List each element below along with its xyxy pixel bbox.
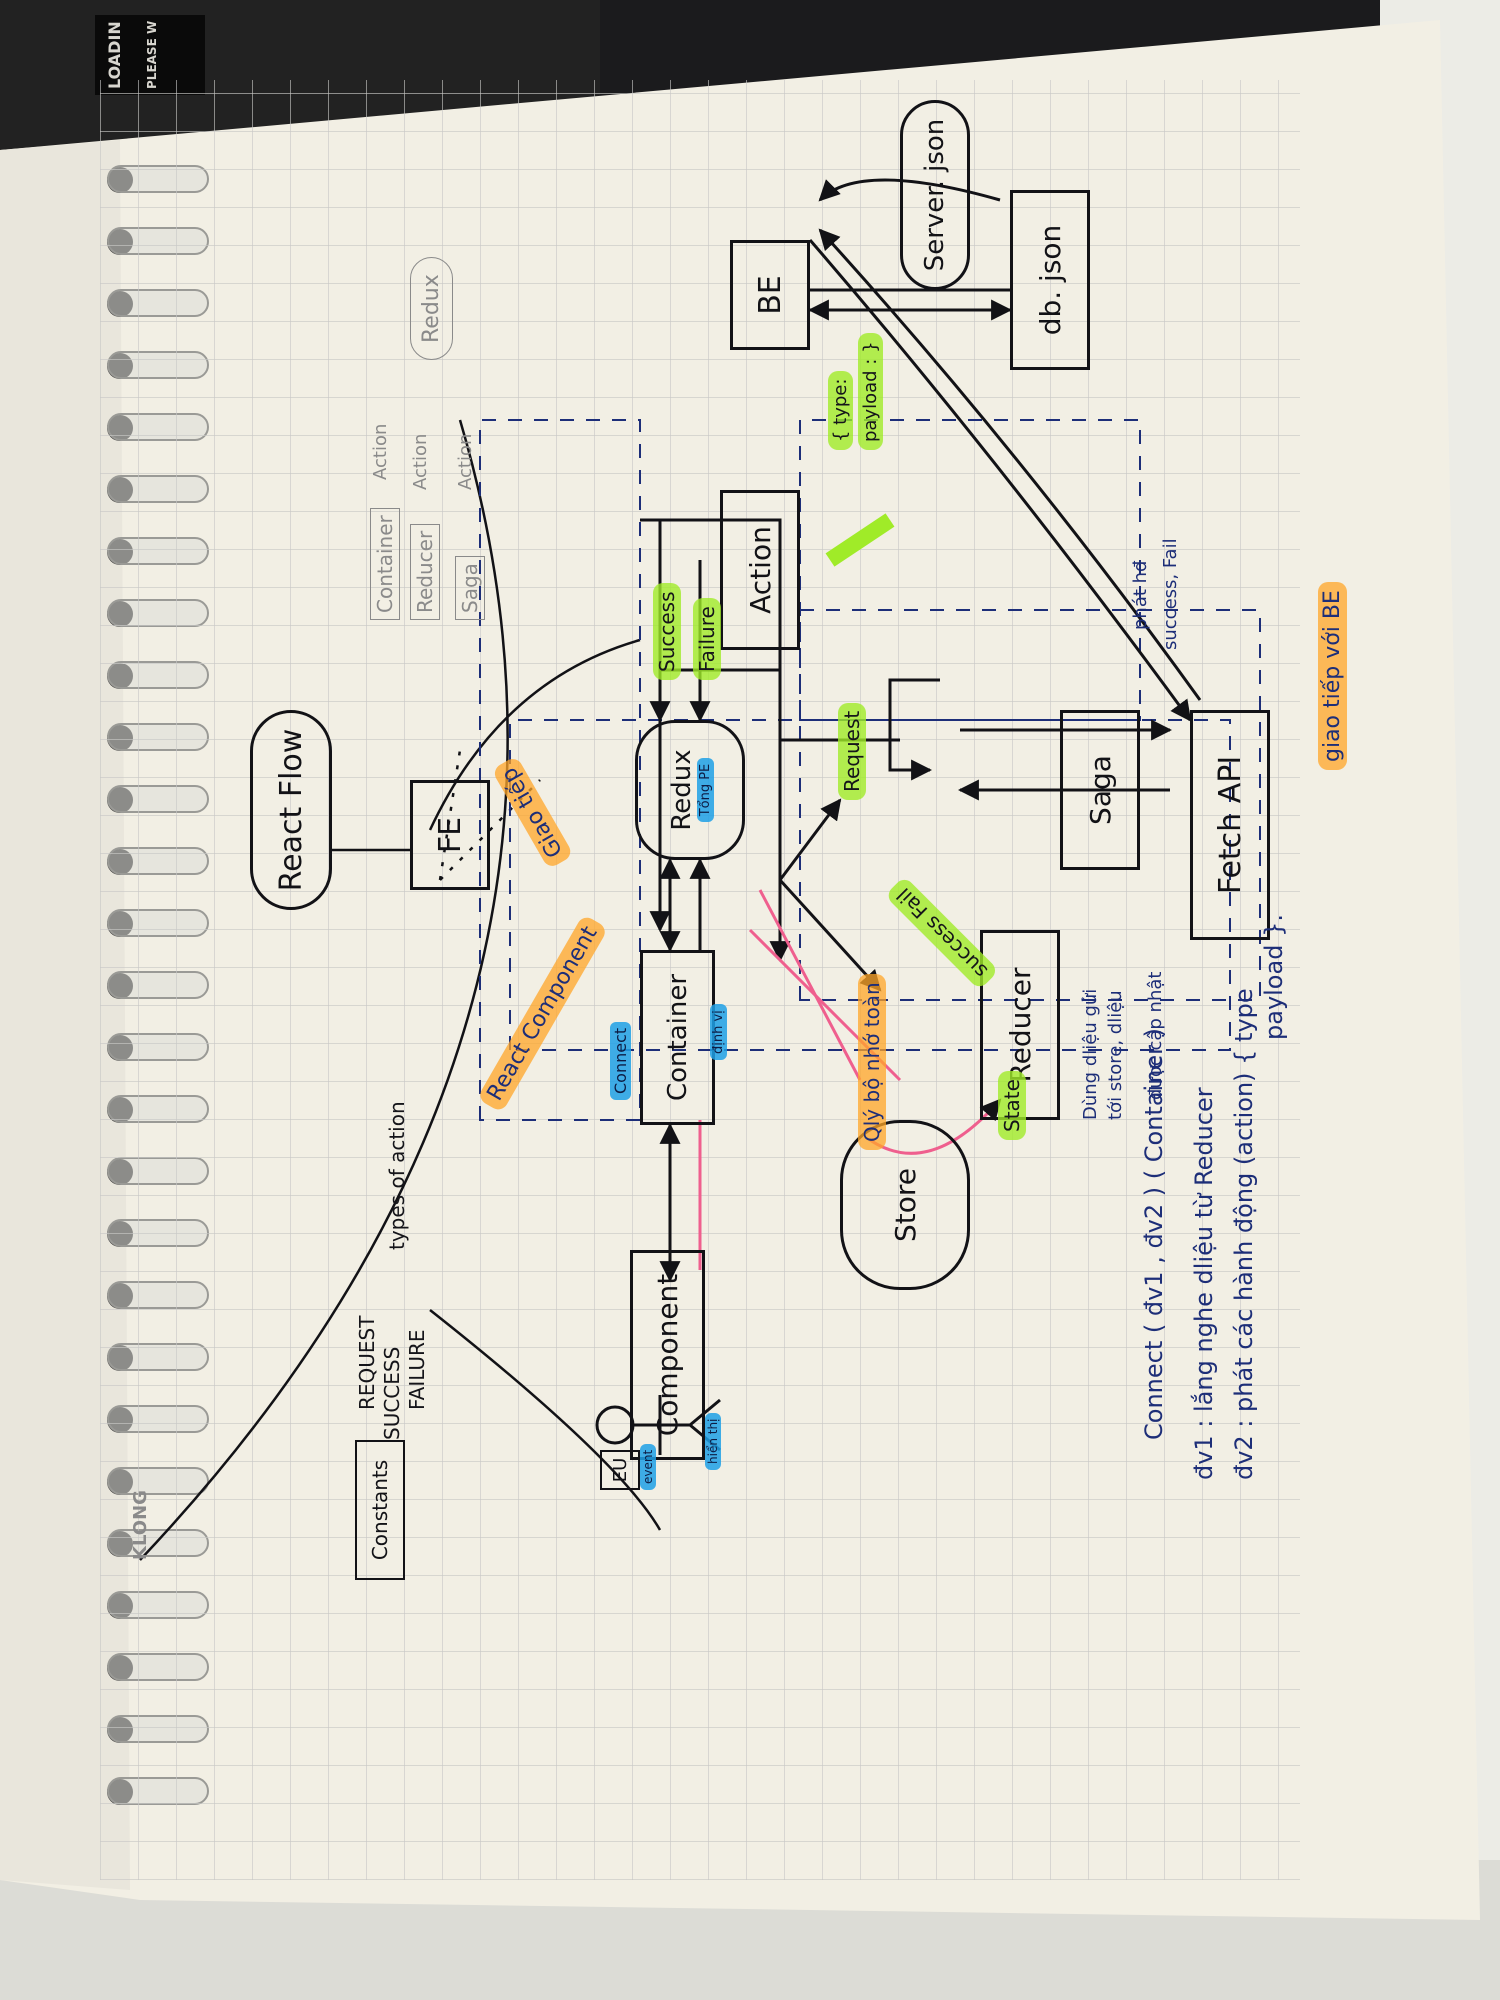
legend-action-3: Action xyxy=(455,433,476,490)
fetch-api-node: Fetch API xyxy=(1190,710,1270,940)
request-label: Request xyxy=(838,702,866,800)
legend-saga: Saga xyxy=(455,556,485,620)
note-line3: đv2 : phát các hành động (action) { type xyxy=(1230,988,1258,1480)
redux-node: Redux Tổng PE xyxy=(635,720,745,860)
note-line1: Connect ( đv1 , đv2 ) ( Container ) xyxy=(1140,1027,1168,1440)
success-label: Success xyxy=(653,583,681,680)
component-node: Component xyxy=(630,1250,705,1460)
constant-success: SUCCESS xyxy=(380,1346,404,1440)
brand-logo: KLONG xyxy=(130,1490,151,1560)
type-payload-line2: payload : } xyxy=(858,333,883,450)
giao-tiep-be-label: giao tiếp với BE xyxy=(1318,582,1347,770)
container-label: Container xyxy=(662,973,693,1102)
reducer-note-1: Dùng dliệu gửi xyxy=(1080,988,1101,1120)
connect-badge: Connect xyxy=(610,1021,631,1100)
legend-action-1: Action xyxy=(370,423,391,480)
redux-label: Redux xyxy=(666,749,697,831)
legend-container: Container xyxy=(370,508,400,620)
constant-request: REQUEST xyxy=(355,1315,379,1410)
note-line2: đv1 : lắng nghe dliệu từ Reducer xyxy=(1190,1087,1218,1480)
container-node: Container xyxy=(640,950,715,1125)
phat-hd-label: phát hđ xyxy=(1130,560,1151,630)
constants-note: types of action xyxy=(385,1101,409,1250)
legend-reducer: Reducer xyxy=(410,523,440,620)
react-flow-node: React Flow xyxy=(250,710,332,910)
diagram-canvas: React Flow FE BE Server. json db. json R… xyxy=(100,80,1347,1880)
note-line4: payload }. xyxy=(1260,914,1288,1040)
legend-redux: Redux xyxy=(410,257,453,360)
state-label: State xyxy=(998,1071,1026,1140)
saga-node: Saga xyxy=(1060,710,1140,870)
constant-failure: FAILURE xyxy=(405,1329,429,1410)
type-payload-line1: { type: xyxy=(828,370,853,450)
fe-node: FE xyxy=(410,780,490,890)
quan-ly-label: Qlý bộ nhớ toàn xyxy=(858,974,886,1150)
success-fail-note: success, Fail xyxy=(1160,538,1181,650)
failure-label: Failure xyxy=(693,598,721,680)
legend-action-2: Action xyxy=(410,433,431,490)
redux-badge: Tổng PE xyxy=(696,757,714,823)
be-node: BE xyxy=(730,240,810,350)
action-node: Action xyxy=(720,490,800,650)
constants-box: Constants xyxy=(355,1440,405,1580)
frontend-arc xyxy=(139,419,509,1561)
reducer-note-2: tới store, dliệu xyxy=(1105,990,1126,1120)
db-json-node: db. json xyxy=(1010,190,1090,370)
server-json-node: Server. json xyxy=(900,100,970,290)
dinh-vi-badge: định vị xyxy=(710,1004,727,1060)
hien-thi-badge: hiển thị xyxy=(705,1412,721,1470)
user-node: EU xyxy=(600,1450,640,1490)
event-badge: event xyxy=(640,1443,656,1490)
